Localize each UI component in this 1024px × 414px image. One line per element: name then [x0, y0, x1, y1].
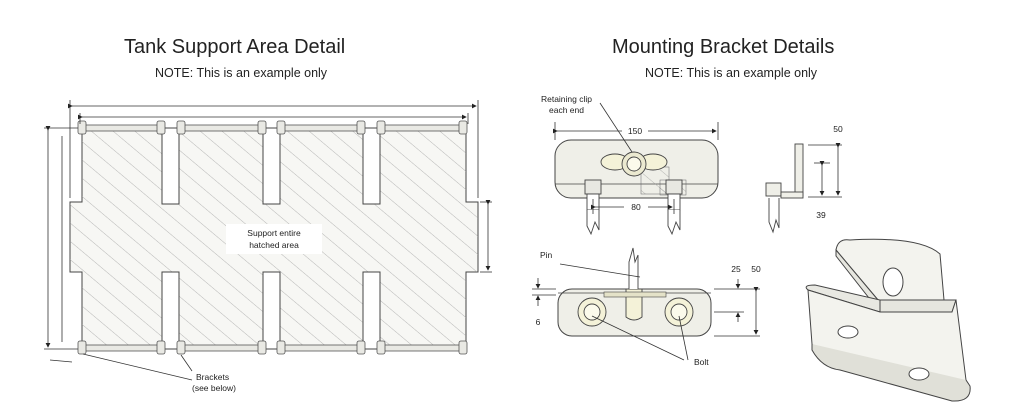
- brackets-label-line1: Brackets: [196, 372, 229, 382]
- bottom-slots: [161, 271, 381, 350]
- tank-support-note: NOTE: This is an example only: [155, 66, 328, 80]
- dim-6: 6: [536, 317, 541, 327]
- brackets-label-line2: (see below): [192, 383, 236, 393]
- bracket-front-view: Pin 25 50 6 Bolt: [532, 247, 761, 367]
- dim-25: 25: [731, 264, 741, 274]
- dim-39: 39: [816, 210, 826, 220]
- dim-50-side: 50: [833, 124, 843, 134]
- dim-80: 80: [631, 202, 641, 212]
- dim-150: 150: [628, 126, 642, 136]
- bottom-brackets: [77, 340, 468, 355]
- bracket-details-note: NOTE: This is an example only: [645, 66, 818, 80]
- tank-support-title: Tank Support Area Detail: [124, 36, 346, 58]
- bracket-top-view: 150 80 Retaining clip each end: [541, 94, 719, 236]
- support-label-box: [226, 224, 322, 254]
- support-label-line2: hatched area: [249, 240, 299, 250]
- support-dimension-lines: [44, 100, 492, 363]
- brackets-leader: [82, 353, 193, 381]
- dim-50-front: 50: [751, 264, 761, 274]
- pin-label: Pin: [540, 250, 553, 260]
- bracket-isometric-view: [805, 238, 971, 402]
- support-label-line1: Support entire: [247, 228, 301, 238]
- top-slots: [161, 127, 381, 205]
- retaining-clip-label-line1: Retaining clip: [541, 94, 592, 104]
- bolt-label: Bolt: [694, 357, 709, 367]
- top-brackets: [77, 120, 468, 135]
- retaining-clip-icon: [600, 151, 668, 177]
- bracket-side-view: 50 39: [765, 124, 843, 234]
- retaining-clip-label-line2: each end: [549, 105, 584, 115]
- support-area-plan: Support entire hatched area Brackets (se…: [44, 100, 492, 393]
- bracket-details-title: Mounting Bracket Details: [612, 36, 835, 58]
